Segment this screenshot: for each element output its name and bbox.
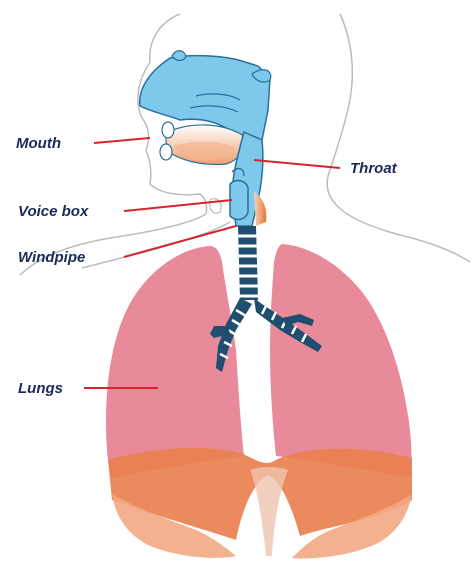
lungs <box>106 244 412 478</box>
larynx <box>230 181 248 220</box>
diaphragm <box>108 448 412 559</box>
lungs-label: Lungs <box>18 380 63 397</box>
throat-leader-line <box>254 160 340 168</box>
voice-box-label: Voice box <box>18 203 89 220</box>
diaphragm-center <box>250 467 288 556</box>
throat-label: Throat <box>350 160 398 177</box>
nasal-opening-top <box>172 51 186 61</box>
trachea-rings <box>238 236 258 296</box>
mouth-leader-line <box>94 138 150 143</box>
upper-teeth <box>162 122 174 138</box>
windpipe-label: Windpipe <box>18 249 85 266</box>
lower-teeth <box>160 144 172 160</box>
mouth-label: Mouth <box>16 135 61 152</box>
back-of-head-outline <box>327 14 470 262</box>
right-lung <box>270 244 412 478</box>
windpipe-leader-line <box>124 226 236 257</box>
esophagus-glow <box>254 192 266 226</box>
